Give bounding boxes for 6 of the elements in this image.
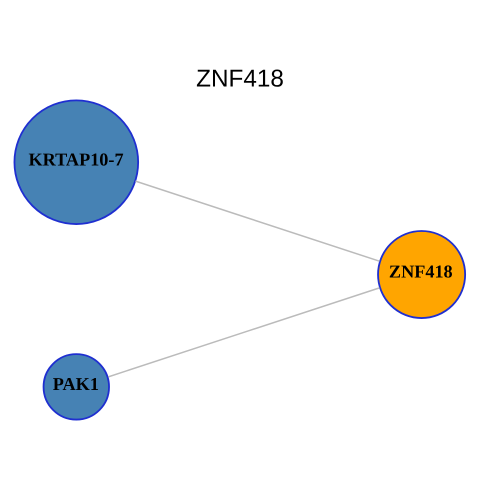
node-circle: PAK1 (42, 352, 110, 420)
node-circle: KRTAP10-7 (14, 98, 140, 224)
diagram-title: ZNF418 (196, 65, 284, 92)
connector (135, 180, 380, 262)
node-circle: ZNF418 (377, 230, 466, 318)
connector (108, 286, 380, 378)
